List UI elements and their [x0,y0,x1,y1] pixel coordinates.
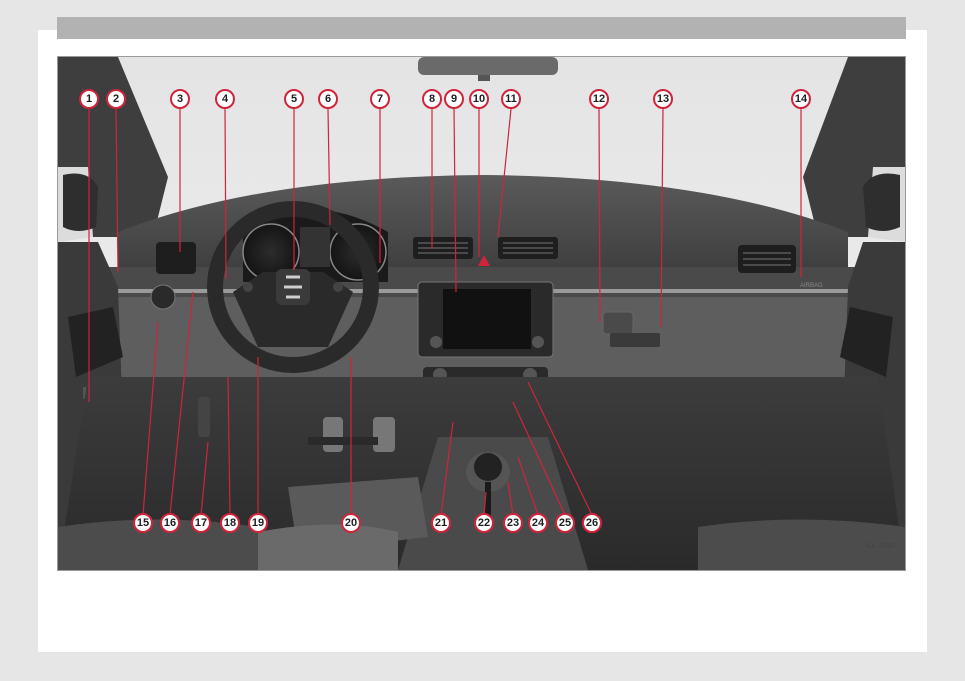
cockpit-drawing: AIRBAG [58,57,905,570]
callout-2: 2 [106,89,126,109]
callout-18: 18 [220,513,240,533]
callout-26: 26 [582,513,602,533]
callout-3: 3 [170,89,190,109]
callout-4: 4 [215,89,235,109]
callout-20: 20 [341,513,361,533]
callout-15: 15 [133,513,153,533]
callout-6: 6 [318,89,338,109]
section-header-bar [57,17,906,39]
callout-8: 8 [422,89,442,109]
callout-7: 7 [370,89,390,109]
callout-9: 9 [444,89,464,109]
callout-24: 24 [528,513,548,533]
callout-10: 10 [469,89,489,109]
callout-11: 11 [501,89,521,109]
callout-19: 19 [248,513,268,533]
callout-21: 21 [431,513,451,533]
figure-code: 6JL-0260 [866,543,895,550]
callout-22: 22 [474,513,494,533]
callout-17: 17 [191,513,211,533]
dashboard-illustration: AIRBAG [57,56,906,571]
callout-16: 16 [160,513,180,533]
callout-12: 12 [589,89,609,109]
callout-1: 1 [79,89,99,109]
callout-14: 14 [791,89,811,109]
callout-13: 13 [653,89,673,109]
airbag-label: AIRBAG [800,283,823,289]
callout-23: 23 [503,513,523,533]
callout-25: 25 [555,513,575,533]
callout-5: 5 [284,89,304,109]
